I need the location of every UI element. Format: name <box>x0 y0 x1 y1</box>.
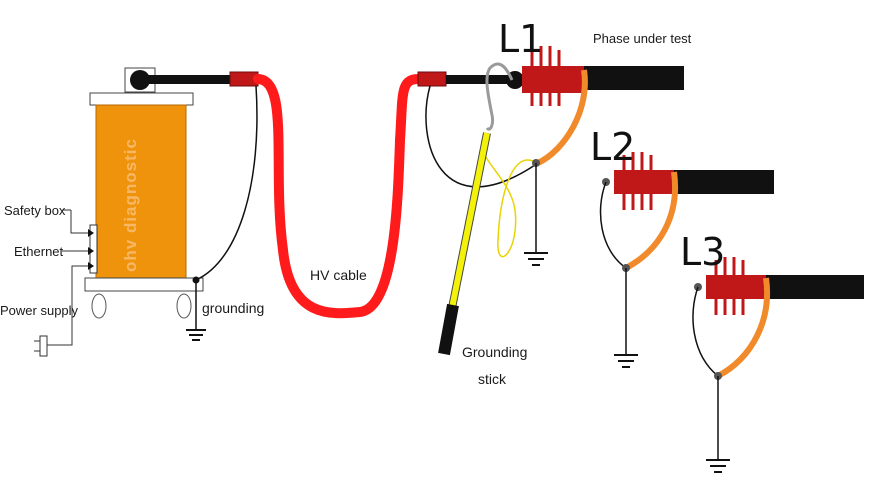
power-supply-connector <box>46 265 88 346</box>
l3-cable <box>706 257 864 315</box>
trolley-wheel-right <box>176 293 192 319</box>
device-top-plate <box>89 92 194 106</box>
l3-sheds <box>714 257 745 315</box>
safety-box-arrow <box>88 229 94 237</box>
l1-cable-black <box>584 66 684 90</box>
l3-shield-wire <box>716 277 770 379</box>
device-trolley <box>84 277 204 292</box>
grounding-stick-label-line2: stick <box>478 371 507 387</box>
device-brand-label: ohv diagnostic <box>121 138 140 272</box>
safety-box-connector <box>70 210 88 234</box>
hv-cable <box>253 74 423 319</box>
grounding-stick-yellow-wire <box>480 134 536 258</box>
l1-label: L1 <box>498 17 543 61</box>
grounding-label: grounding <box>202 300 264 316</box>
l3-ground-wire <box>692 286 719 377</box>
ground-symbol-l1 <box>524 252 548 266</box>
l1-connection-lead <box>446 75 512 84</box>
l2-cable-black <box>674 170 774 194</box>
device-hv-lead <box>140 75 230 84</box>
l1-shield-wire <box>536 69 588 166</box>
l3-cable-black <box>766 275 864 299</box>
device-body <box>95 104 187 279</box>
ground-symbol-l3 <box>706 459 730 473</box>
grounding-stick-handle <box>438 303 459 356</box>
safety-box-label: Safety box <box>4 203 66 218</box>
l2-shield-wire <box>624 171 678 271</box>
grounding-stick <box>438 132 491 356</box>
power-supply-label: Power supply <box>0 303 79 318</box>
l2-cable <box>614 152 774 210</box>
l2-ground-wire <box>599 181 627 269</box>
hv-cable-label: HV cable <box>310 267 367 283</box>
l1-cable <box>522 46 684 106</box>
hv-cable-termination-right <box>417 71 447 87</box>
test-device: ohv diagnostic <box>84 67 204 319</box>
grounding-stick-label-line1: Grounding <box>462 344 527 360</box>
ground-symbol-l2 <box>614 354 638 368</box>
power-plug-icon <box>34 335 48 357</box>
l1-ground-wire-black <box>425 85 539 188</box>
trolley-wheel-left <box>91 293 107 319</box>
l1-sheds <box>530 46 561 106</box>
phase-under-test-label: Phase under test <box>593 31 692 46</box>
device-ground-wire <box>195 85 258 281</box>
ethernet-arrow <box>88 247 94 255</box>
ethernet-label: Ethernet <box>14 244 64 259</box>
l2-sheds <box>622 152 653 210</box>
power-supply-arrow <box>88 262 94 270</box>
grounding-stick-hook <box>485 62 514 131</box>
ground-symbol-device <box>186 329 206 341</box>
l3-label: L3 <box>680 230 725 274</box>
l2-label: L2 <box>590 125 635 169</box>
